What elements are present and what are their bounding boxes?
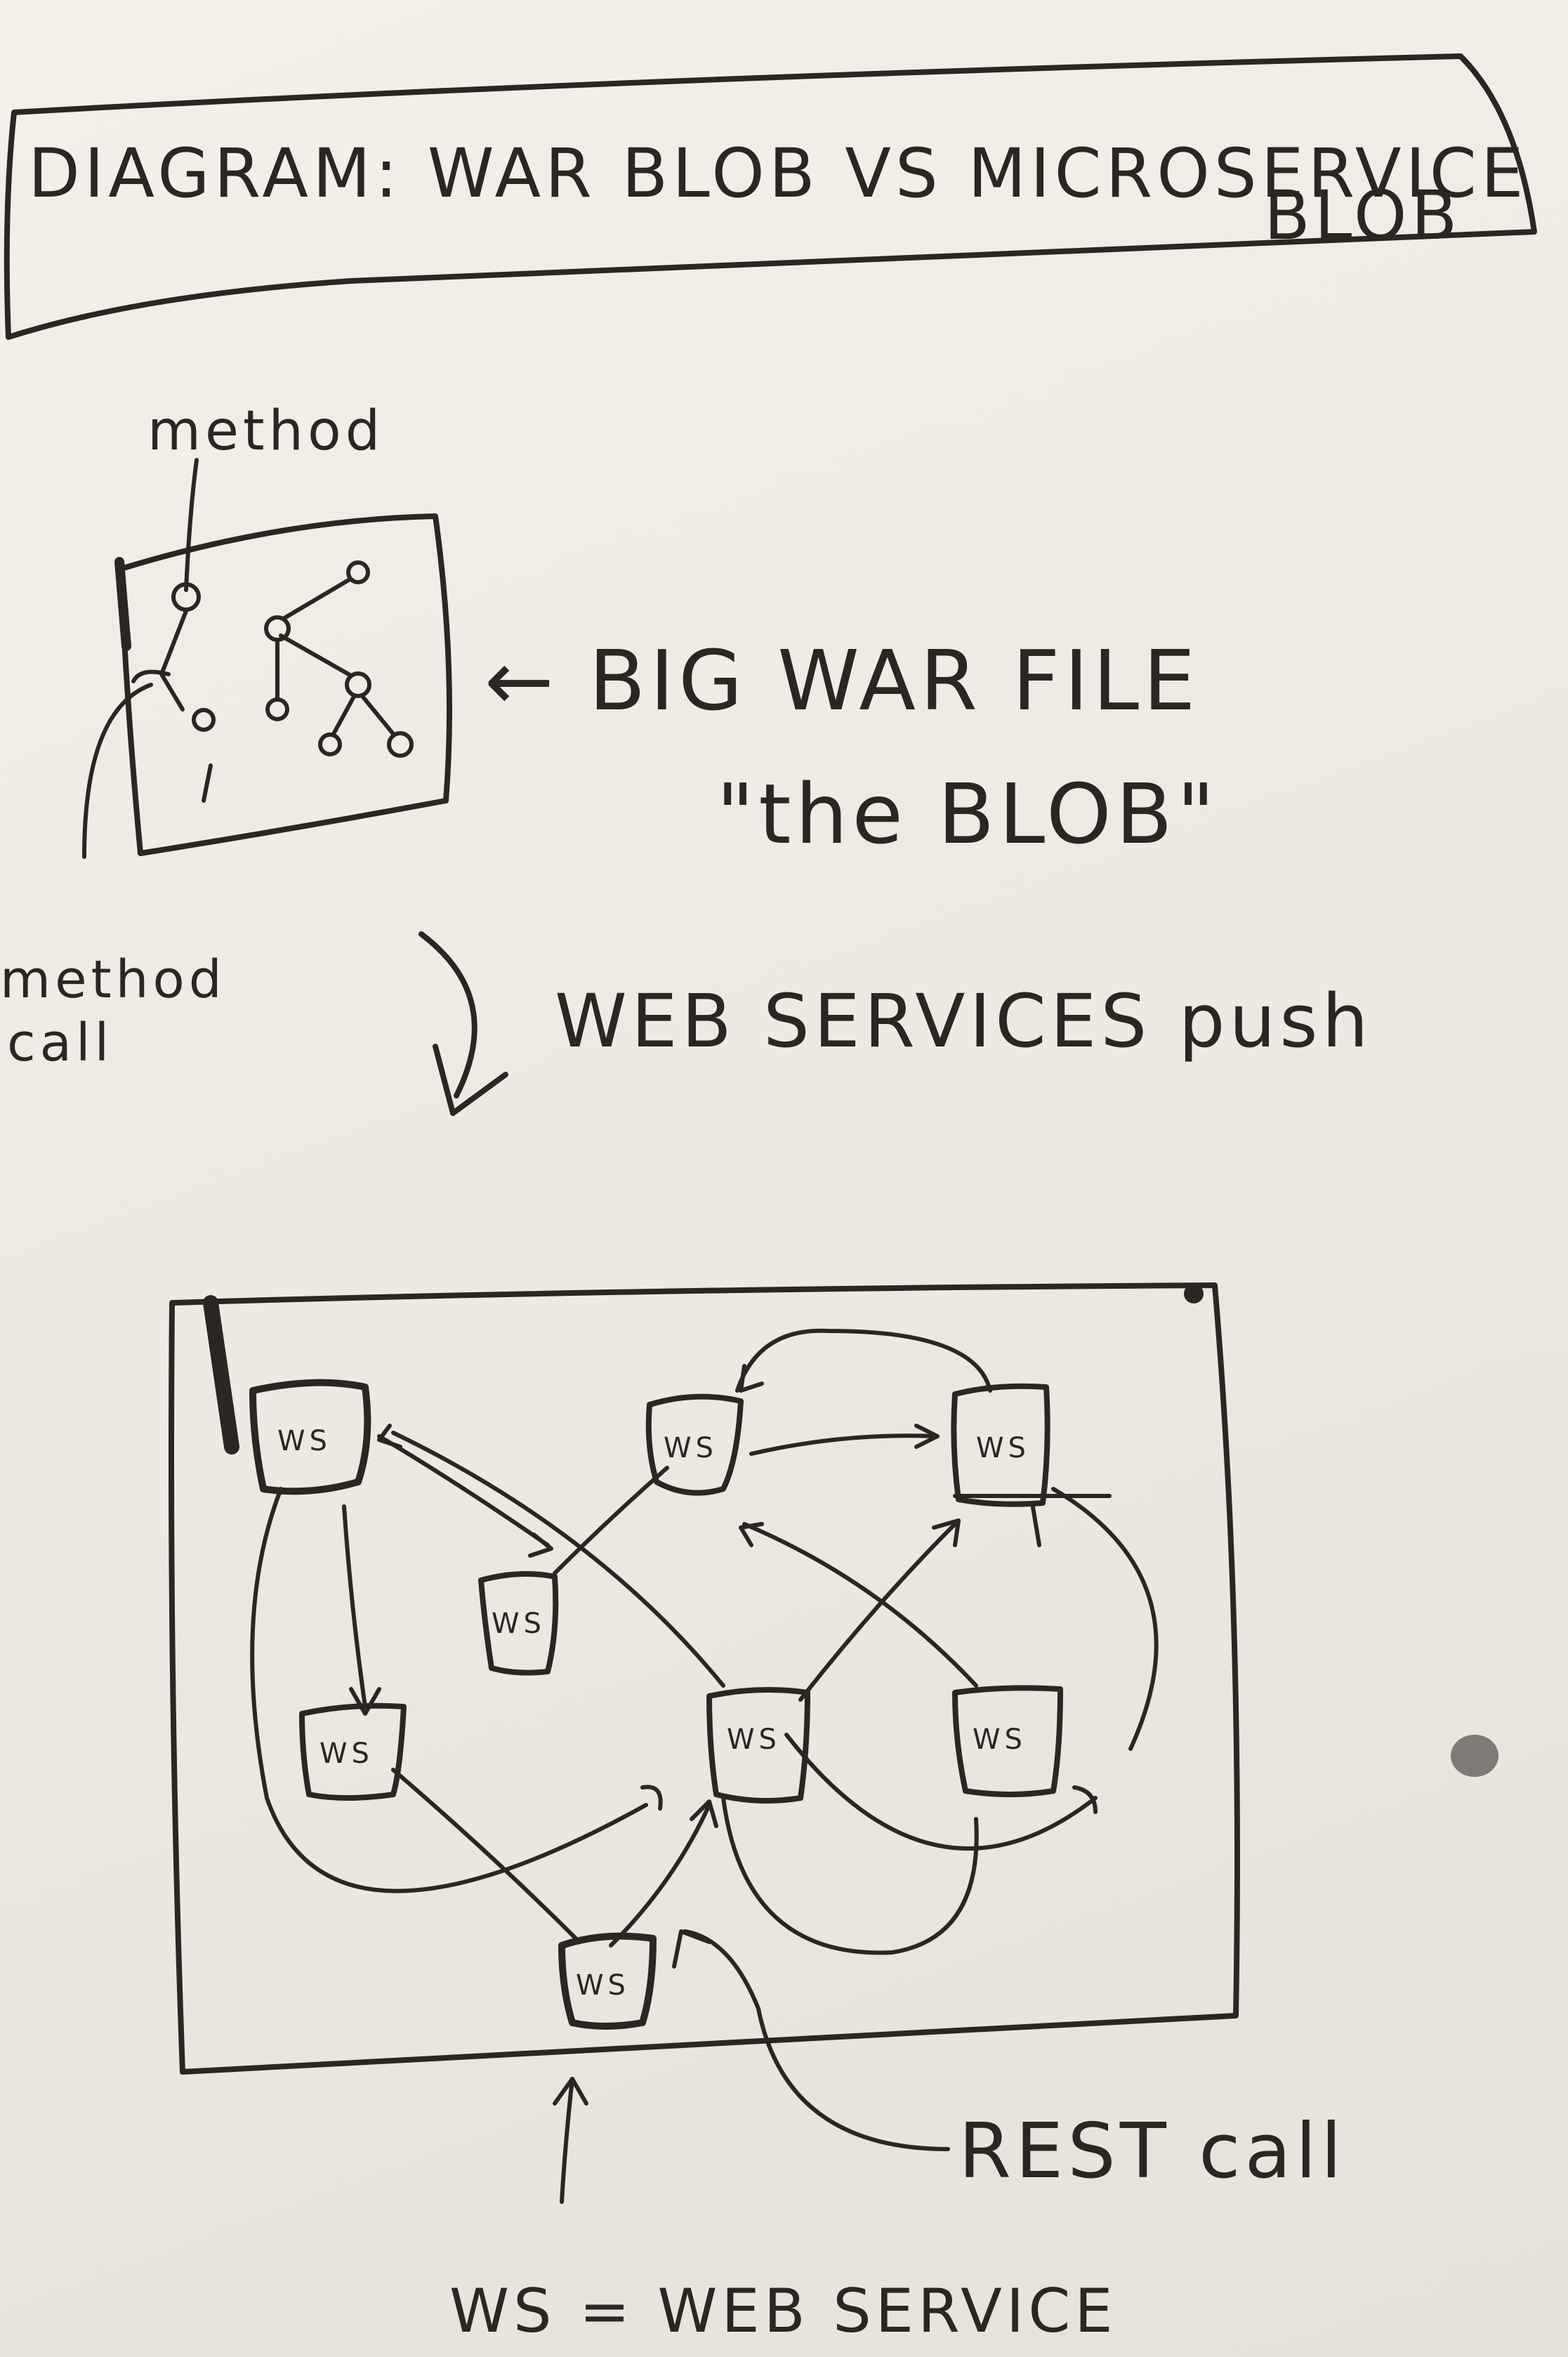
blob-caption-line-1: ← BIG WAR FILE xyxy=(485,632,1200,729)
blob-method-graph xyxy=(131,560,414,803)
service-node-3: WS xyxy=(951,1383,1050,1507)
microservices-box xyxy=(169,1282,1240,2075)
rest-call-label: REST call xyxy=(958,2108,1346,2195)
transition-label: WEB SERVICES push xyxy=(555,978,1373,1064)
ws-node-label: WS xyxy=(277,1425,331,1457)
service-connections xyxy=(250,1328,1159,1955)
service-node-1: WS xyxy=(249,1379,371,1495)
title-box: DIAGRAM: WAR BLOB VS MICROSERVICE BLOB xyxy=(4,53,1537,340)
ws-node-label: WS xyxy=(492,1608,546,1640)
ws-legend: WS = WEB SERVICE xyxy=(449,2276,1117,2346)
ink-smudge xyxy=(1451,1735,1498,1777)
method-label: method xyxy=(147,400,384,463)
method-leader-line xyxy=(184,458,199,592)
ws-node-label: WS xyxy=(973,1724,1027,1756)
service-node-8: WS xyxy=(558,1932,657,2030)
rest-call-leader-line xyxy=(683,1929,950,2151)
ws-node-label: WS xyxy=(664,1432,718,1464)
war-blob-box xyxy=(114,513,452,856)
blob-caption-line-2: "the BLOB" xyxy=(716,766,1219,862)
method-call-label-2: call xyxy=(7,1013,113,1073)
method-call-leader-line xyxy=(82,683,153,859)
ws-node-label: WS xyxy=(727,1724,781,1756)
title-line-2: BLOB xyxy=(1264,176,1461,255)
ws-node-label: WS xyxy=(319,1738,374,1770)
service-node-7: WS xyxy=(952,1685,1063,1797)
service-node-4: WS xyxy=(478,1571,559,1676)
ws-node-label: WS xyxy=(576,1969,630,2002)
ws-node-label: WS xyxy=(976,1432,1030,1464)
transition-arrow xyxy=(419,931,508,1116)
legend-arrow xyxy=(553,2077,588,2204)
service-node-6: WS xyxy=(706,1687,810,1804)
title-line-1: DIAGRAM: WAR BLOB VS MICROSERVICE xyxy=(28,134,1527,213)
method-call-label-1: method xyxy=(0,950,226,1010)
service-node-2: WS xyxy=(645,1393,744,1496)
service-node-5: WS xyxy=(299,1702,407,1801)
